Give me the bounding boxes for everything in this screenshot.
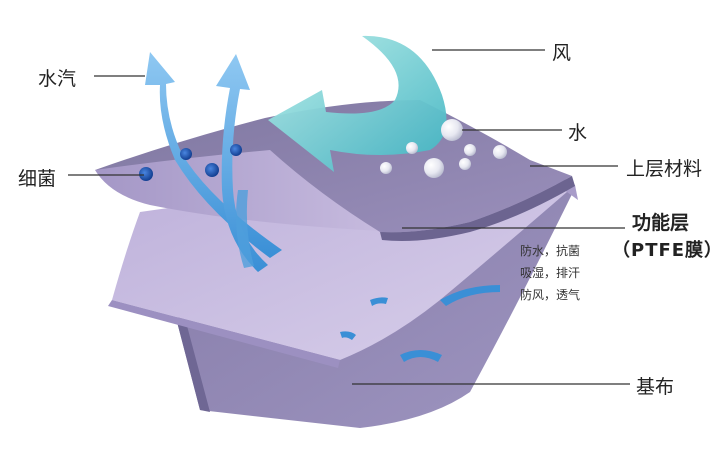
leader-lines [68,49,630,385]
upper-material-label: 上层材料 [626,158,703,180]
steam-arrow-icon [145,52,282,272]
functional-notes: 防水，抗菌 吸湿，排汗 防风，透气 [520,240,580,306]
wind-label: 风 [552,42,572,64]
base-fabric-label: 基布 [636,376,675,398]
functional-note: 防风，透气 [520,288,581,302]
water-label: 水 [568,122,588,144]
steam-label: 水汽 [38,68,77,90]
functional-note: 防水，抗菌 [520,244,581,258]
bacteria-icon [139,144,242,181]
functional-note: 吸湿，排汗 [520,266,581,280]
water-drop-icon [380,119,507,178]
airflow-streaks [340,285,500,362]
bacteria-label: 细菌 [18,168,57,190]
wind-arrow-icon [268,35,447,172]
ptfe-membrane-label: （PTFE膜） [612,240,724,261]
functional-layer-label: 功能层 [632,212,690,234]
